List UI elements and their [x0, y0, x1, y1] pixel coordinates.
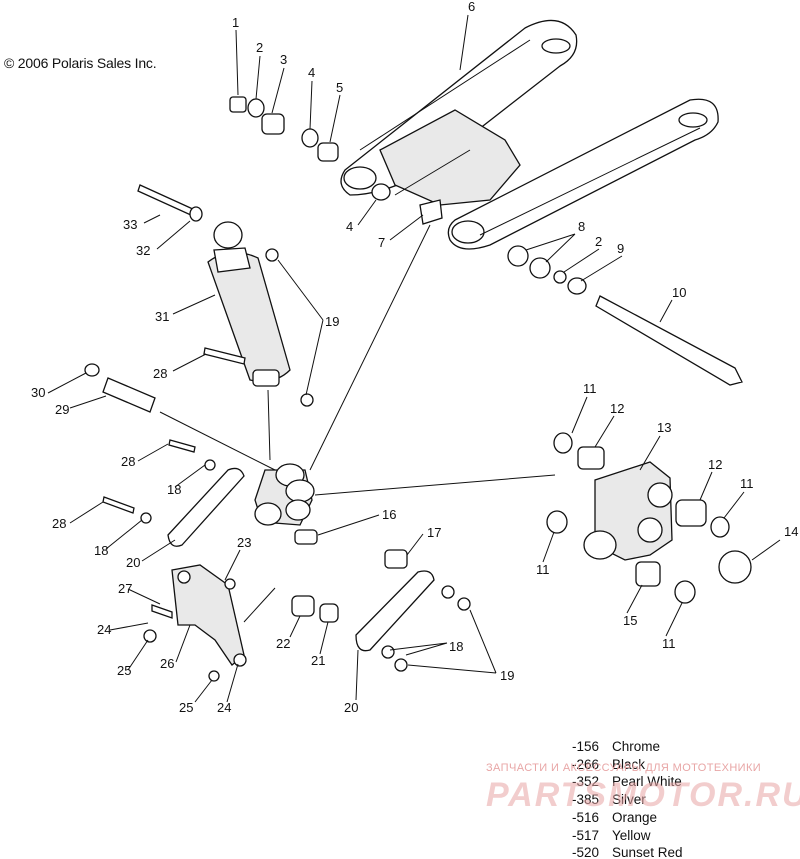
link-lower: [291, 570, 471, 672]
callout-leaders: [47, 14, 781, 703]
shock-absorber: [137, 184, 314, 407]
callout-11b: 11: [740, 476, 754, 491]
legend-code: -385: [572, 792, 600, 808]
pivot-hardware-top: [229, 96, 443, 225]
swingarm: [340, 19, 719, 250]
callout-28b: 28: [121, 454, 135, 469]
pivot-hardware-right: [507, 245, 743, 386]
legend-code: -352: [572, 774, 600, 790]
callout-labels: 1 2 3 4 5 6 4 7 8 2 9 10 33 32 31 19 28 …: [31, 0, 798, 715]
legend-row: -266 Black: [572, 756, 683, 774]
sleeve: [84, 363, 276, 471]
legend-color: Pearl White: [612, 774, 682, 790]
legend-color: Chrome: [612, 739, 661, 754]
callout-24: 24: [97, 622, 111, 637]
callout-29: 29: [55, 402, 69, 417]
callout-11d: 11: [662, 636, 676, 651]
copyright-notice: © 2006 Polaris Sales Inc.: [4, 55, 157, 71]
callout-32: 32: [136, 243, 150, 258]
callout-25b: 25: [179, 700, 193, 715]
legend-color: Black: [612, 756, 646, 772]
legend-row: -516 Orange: [572, 809, 683, 827]
callout-12a: 12: [610, 401, 624, 416]
callout-19b: 19: [500, 668, 514, 683]
callout-4b: 4: [346, 219, 353, 234]
legend-row: -385 Silver: [572, 791, 683, 809]
callout-9: 9: [617, 241, 624, 256]
callout-17: 17: [427, 525, 441, 540]
callout-14: 14: [784, 524, 798, 539]
callout-11a: 11: [583, 381, 597, 396]
callout-1: 1: [232, 15, 239, 30]
callout-4: 4: [308, 65, 315, 80]
callout-7: 7: [378, 235, 385, 250]
callout-22: 22: [276, 636, 290, 651]
callout-31: 31: [155, 309, 169, 324]
callout-18b: 18: [94, 543, 108, 558]
callout-20b: 20: [344, 700, 358, 715]
callout-6: 6: [468, 0, 475, 14]
legend-color: Sunset Red: [612, 845, 683, 859]
callout-2: 2: [256, 40, 263, 55]
legend-code: -520: [572, 845, 600, 859]
callout-25: 25: [117, 663, 131, 678]
callout-8: 8: [578, 219, 585, 234]
linkage-rocker-center: [254, 224, 556, 569]
callout-19: 19: [325, 314, 339, 329]
callout-12b: 12: [708, 457, 722, 472]
callout-26: 26: [160, 656, 174, 671]
callout-24b: 24: [217, 700, 231, 715]
legend-code: -266: [572, 756, 600, 772]
legend-color: Yellow: [612, 827, 651, 843]
callout-23: 23: [237, 535, 251, 550]
legend-code: -156: [572, 739, 600, 754]
legend-code: -516: [572, 809, 600, 825]
callout-3: 3: [280, 52, 287, 67]
legend-row: -517 Yellow: [572, 827, 683, 845]
legend-color: Orange: [612, 809, 658, 825]
callout-16: 16: [382, 507, 396, 522]
callout-15: 15: [623, 613, 637, 628]
callout-21: 21: [311, 653, 325, 668]
legend-row: -156 Chrome: [572, 738, 683, 756]
callout-33: 33: [123, 217, 137, 232]
callout-10: 10: [672, 285, 686, 300]
mounting-bracket: [143, 564, 276, 682]
color-code-legend: -156 Chrome -266 Black -352 Pearl White …: [572, 738, 683, 859]
callout-20: 20: [126, 555, 140, 570]
callout-28: 28: [153, 366, 167, 381]
link-upper: [102, 439, 245, 547]
rocker-arm: [546, 432, 752, 604]
callout-18c: 18: [449, 639, 463, 654]
callout-2b: 2: [595, 234, 602, 249]
legend-color: Silver: [612, 792, 646, 808]
legend-row: -352 Pearl White: [572, 773, 683, 791]
callout-5: 5: [336, 80, 343, 95]
callout-11c: 11: [536, 562, 550, 577]
legend-row: -520 Sunset Red: [572, 844, 683, 859]
callout-30: 30: [31, 385, 45, 400]
callout-28c: 28: [52, 516, 66, 531]
callout-13: 13: [657, 420, 671, 435]
callout-27: 27: [118, 581, 132, 596]
legend-code: -517: [572, 827, 600, 843]
callout-18: 18: [167, 482, 181, 497]
